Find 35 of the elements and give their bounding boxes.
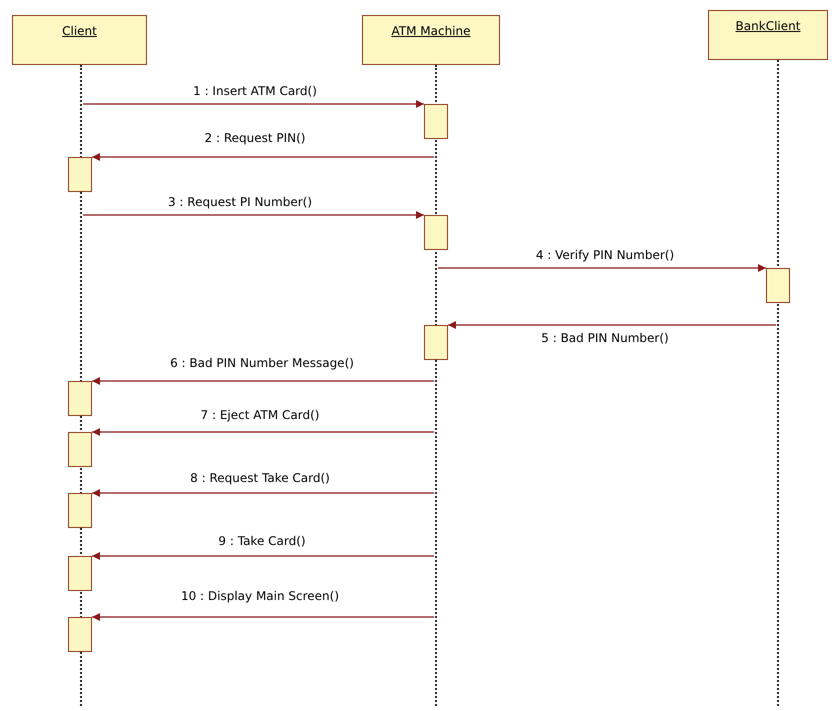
message-label: 4 : Verify PIN Number()	[534, 247, 676, 263]
lifeline-name: BankClient	[736, 18, 800, 35]
message-label: 1 : Insert ATM Card()	[191, 83, 319, 99]
message-arrow	[83, 100, 424, 108]
activation-bar	[68, 157, 92, 192]
activation-bar	[68, 493, 92, 528]
message-arrow	[83, 211, 424, 219]
message-arrow	[92, 613, 434, 621]
message-arrow	[92, 552, 434, 560]
activation-bar	[68, 617, 92, 652]
message-arrow	[92, 153, 434, 161]
message-arrow	[92, 489, 434, 497]
message-label: 3 : Request PI Number()	[166, 194, 314, 210]
activation-bar	[68, 381, 92, 416]
lifeline-head-box	[708, 10, 828, 60]
lifeline-head-box	[362, 15, 500, 65]
activation-bar	[424, 104, 448, 139]
message-label: 5 : Bad PIN Number()	[539, 330, 671, 346]
message-arrow	[92, 428, 434, 436]
message-label: 6 : Bad PIN Number Message()	[168, 355, 356, 371]
message-label: 2 : Request PIN()	[202, 130, 308, 146]
message-arrow	[448, 321, 776, 329]
lifeline-name: Client	[62, 23, 97, 40]
message-arrow	[92, 377, 434, 385]
message-label: 7 : Eject ATM Card()	[198, 407, 322, 423]
message-arrow	[438, 264, 766, 272]
activation-bar	[68, 432, 92, 467]
activation-bar	[68, 556, 92, 591]
activation-bar	[424, 325, 448, 360]
lifeline-head-box	[12, 15, 147, 65]
activation-bar	[424, 215, 448, 250]
activation-bar	[766, 268, 790, 303]
message-label: 9 : Take Card()	[216, 533, 308, 549]
message-label: 8 : Request Take Card()	[188, 470, 332, 486]
lifeline-name: ATM Machine	[391, 23, 470, 40]
